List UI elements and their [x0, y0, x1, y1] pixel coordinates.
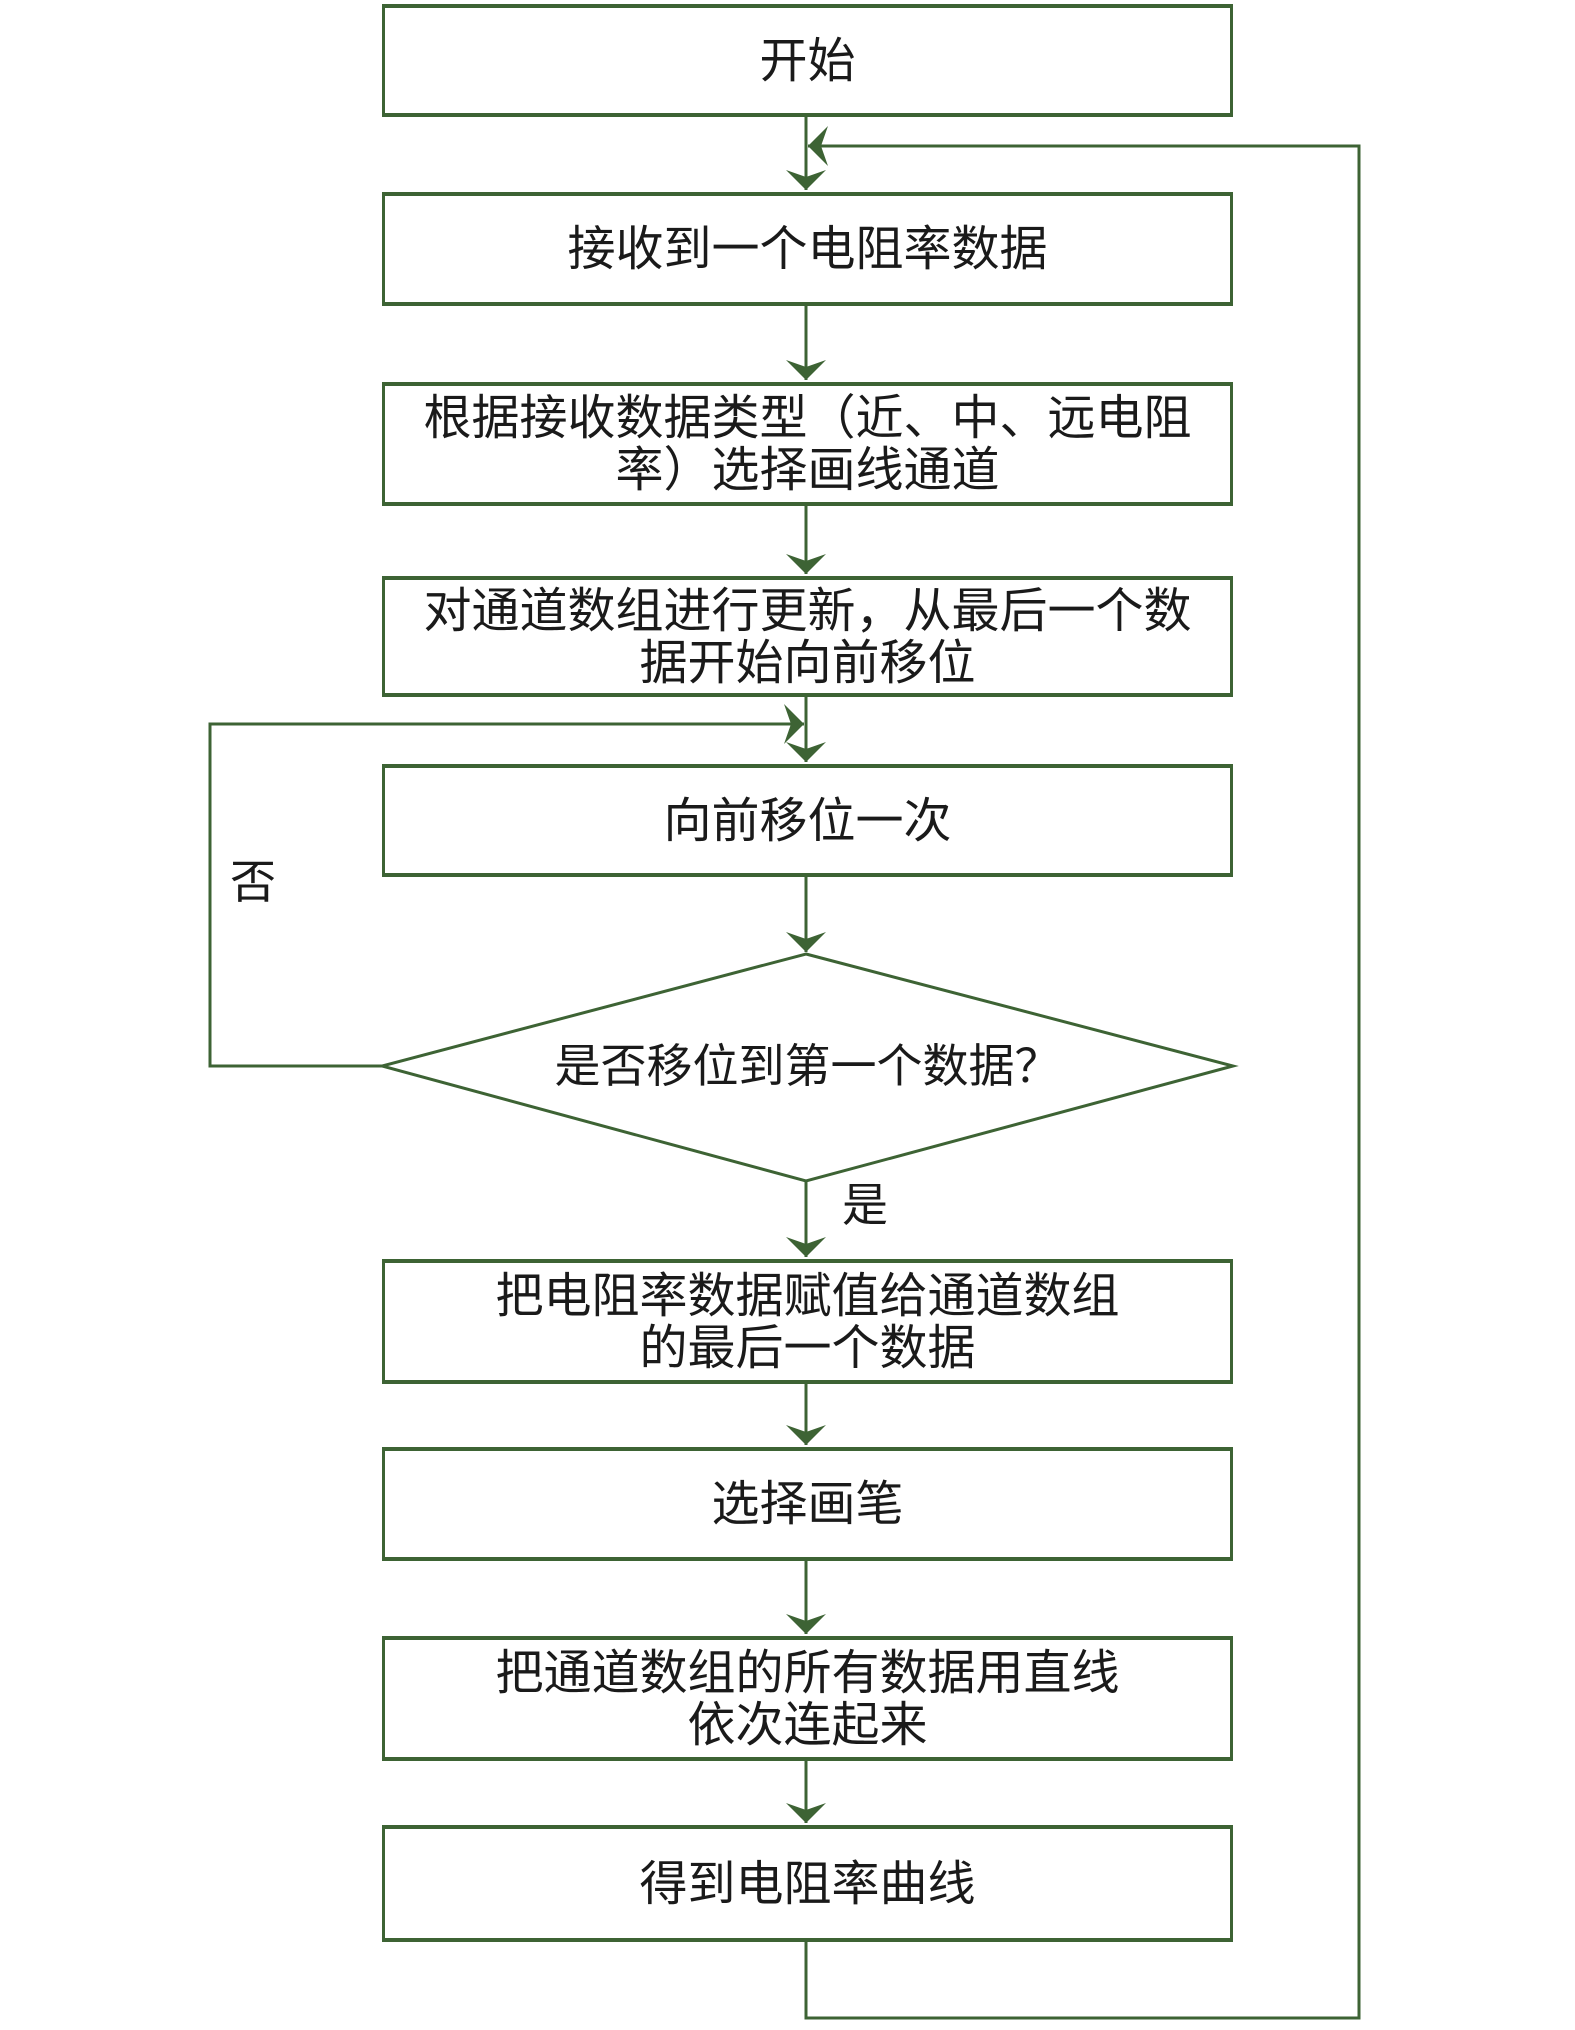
node-select-pen-text: 选择画笔 — [711, 1476, 904, 1532]
node-start: 开始 — [382, 4, 1233, 117]
node-receive-text: 接收到一个电阻率数据 — [567, 221, 1048, 277]
node-start-text: 开始 — [759, 32, 856, 89]
node-shift-once: 向前移位一次 — [382, 764, 1233, 877]
node-select-channel: 根据接收数据类型（近、中、远电阻 率）选择画线通道 — [382, 382, 1233, 506]
label-no: 否 — [230, 855, 276, 909]
node-shift-once-text: 向前移位一次 — [663, 792, 952, 849]
node-receive: 接收到一个电阻率数据 — [382, 192, 1233, 306]
node-connect: 把通道数组的所有数据用直线 依次连起来 — [382, 1636, 1233, 1761]
node-result-text: 得到电阻率曲线 — [639, 1855, 976, 1912]
decision-diamond — [376, 952, 1239, 1183]
node-result: 得到电阻率曲线 — [382, 1825, 1233, 1942]
node-update-array: 对通道数组进行更新，从最后一个数 据开始向前移位 — [382, 576, 1233, 697]
loop-back-line — [804, 126, 1361, 2020]
label-yes: 是 — [842, 1178, 888, 1232]
node-assign: 把电阻率数据赋值给通道数组 的最后一个数据 — [382, 1259, 1233, 1384]
node-select-pen: 选择画笔 — [382, 1447, 1233, 1561]
node-update-array-text: 对通道数组进行更新，从最后一个数 据开始向前移位 — [423, 582, 1192, 691]
decision-text: 是否移位到第一个数据？ — [554, 1039, 1061, 1093]
node-select-channel-text: 根据接收数据类型（近、中、远电阻 率）选择画线通道 — [423, 390, 1192, 498]
node-assign-text: 把电阻率数据赋值给通道数组 的最后一个数据 — [495, 1267, 1120, 1376]
node-connect-text: 把通道数组的所有数据用直线 依次连起来 — [495, 1644, 1120, 1753]
loop-no-line — [208, 704, 804, 1068]
